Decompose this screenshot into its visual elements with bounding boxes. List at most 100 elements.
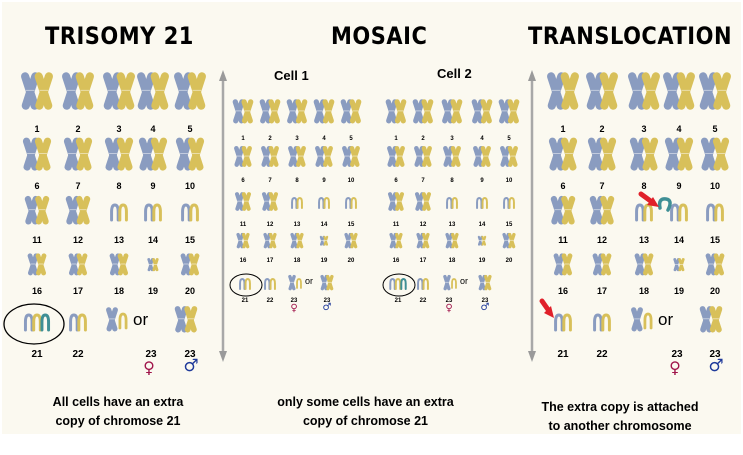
- trisomy-or-label: or: [133, 310, 149, 329]
- cell2-number-20: 20: [505, 258, 513, 264]
- trisomy-number-3: 3: [116, 124, 122, 134]
- trisomy-number-18: 18: [113, 286, 125, 296]
- cell2-chromosome-5: [498, 99, 520, 124]
- cell2-number-10: 10: [505, 178, 513, 184]
- translocation-number-9: 9: [676, 181, 682, 191]
- translocation-number-1: 1: [560, 124, 566, 134]
- cell2-number-9: 9: [480, 178, 484, 184]
- translocation-chromosome-12: [589, 195, 615, 225]
- cell1-chromosome-14: [318, 197, 330, 209]
- cell1-chromosome-12: [262, 192, 278, 211]
- cell2-chromosome-11: [388, 192, 404, 211]
- trisomy-chromosome-20: [180, 253, 200, 276]
- cell2-number-7: 7: [421, 178, 425, 184]
- trisomy-chromosome-xy: [106, 307, 128, 332]
- cell1-female-symbol: ♀: [290, 303, 298, 314]
- cell1-chromosome-19: [319, 235, 329, 246]
- trisomy-chromosome-12: [65, 195, 91, 225]
- trisomy-chromosome-19: [147, 258, 159, 272]
- cell2-number-3: 3: [450, 136, 454, 142]
- cell1-number-5: 5: [349, 136, 353, 142]
- cell1-number-21: 21: [241, 298, 249, 304]
- translocation-chromosome-18: [634, 253, 654, 276]
- cell1-chromosome-2: [259, 99, 281, 124]
- translocation-chromosome-14: [670, 203, 688, 222]
- trisomy-number-23-female: 23: [145, 349, 157, 360]
- cell2-number-23-male: 23: [481, 298, 489, 304]
- translocation-chromosome-19: [673, 258, 685, 272]
- trisomy-number-8: 8: [116, 181, 122, 191]
- trisomy-number-1: 1: [34, 124, 40, 134]
- trisomy-chromosome-5: [174, 72, 206, 110]
- translocation-title: TRANSLOCATION: [528, 22, 733, 50]
- trisomy-caption-line2: copy of chromose 21: [55, 414, 181, 428]
- cell2-number-14: 14: [478, 222, 486, 228]
- translocation-chromosome-8: [629, 137, 659, 171]
- mosaic-title: MOSAIC: [331, 22, 428, 50]
- translocation-chromosome-13: [635, 203, 653, 222]
- trisomy-number-5: 5: [187, 124, 193, 134]
- cell1-chromosome-20: [344, 232, 358, 249]
- cell1-number-7: 7: [268, 178, 272, 184]
- cell2-chromosome-12: [415, 192, 431, 211]
- trisomy-chromosome-10: [175, 137, 205, 171]
- translocation-number-6: 6: [560, 181, 566, 191]
- translocation-chromosome-6: [548, 137, 578, 171]
- cell1-or-label: or: [305, 276, 314, 286]
- translocation-number-23-male: 23: [709, 349, 721, 360]
- trisomy-number-20: 20: [184, 286, 196, 296]
- cell2-number-19: 19: [478, 258, 486, 264]
- cell1-chromosome-21: [239, 278, 251, 290]
- cell2-chromosome-xx: [478, 274, 492, 291]
- cell1-number-14: 14: [320, 222, 328, 228]
- trisomy-number-15: 15: [184, 235, 196, 245]
- trisomy-number-23-male: 23: [184, 349, 196, 360]
- trisomy-number-12: 12: [72, 235, 84, 245]
- translocation-number-14: 14: [673, 235, 685, 245]
- translocation-female-symbol: ♀: [669, 358, 681, 377]
- cell2-number-2: 2: [421, 136, 425, 142]
- trisomy-chromosome-15: [181, 203, 199, 222]
- translocation-chromosome-16: [553, 253, 573, 276]
- cell1-number-1: 1: [241, 136, 245, 142]
- translocation-number-11: 11: [558, 235, 568, 245]
- translocation-chromosome-1: [547, 72, 579, 110]
- cell1-chromosome-xx: [320, 274, 334, 291]
- translocation-number-22: 22: [596, 349, 608, 360]
- cell1-chromosome-xy: [288, 274, 302, 291]
- cell1-chromosome-17: [263, 232, 277, 249]
- cell1-chromosome-22: [264, 278, 276, 290]
- cell1-chromosome-16: [236, 232, 250, 249]
- mosaic-caption-line1: only some cells have an extra: [277, 395, 454, 409]
- translocation-chromosome-21: [554, 313, 572, 332]
- translocation-male-symbol: ♂: [708, 356, 724, 376]
- trisomy-number-10: 10: [184, 181, 196, 191]
- trisomy-number-9: 9: [150, 181, 156, 191]
- cell1-number-16: 16: [239, 258, 247, 264]
- translocation-chromosome-20: [705, 253, 725, 276]
- cell2-chromosome-8: [443, 145, 461, 167]
- cell2-chromosome-20: [502, 232, 516, 249]
- trisomy-chromosome-21: [23, 313, 51, 332]
- trisomy-female-symbol: ♀: [143, 358, 155, 377]
- cell1-chromosome-10: [342, 145, 360, 167]
- cell2-number-16: 16: [392, 258, 400, 264]
- cell1-number-13: 13: [293, 222, 301, 228]
- translocation-chromosome-xx: [699, 306, 723, 333]
- cell1-number-2: 2: [268, 136, 272, 142]
- cell2-chromosome-6: [387, 145, 405, 167]
- trisomy-chromosome-13: [110, 203, 128, 222]
- trisomy-number-7: 7: [75, 181, 81, 191]
- trisomy-chromosome-18: [109, 253, 129, 276]
- cell2-highlight-circle: [382, 273, 416, 297]
- translocation-chromosome-22: [593, 313, 611, 332]
- cell2-chromosome-18: [445, 232, 459, 249]
- trisomy-chromosome-3: [103, 72, 135, 110]
- translocation-number-10: 10: [709, 181, 721, 191]
- cell2-female-symbol: ♀: [445, 303, 453, 314]
- cell1-chromosome-4: [313, 99, 335, 124]
- cell2-number-12: 12: [419, 222, 427, 228]
- cell2-number-11: 11: [392, 222, 400, 228]
- cell2-male-symbol: ♂: [480, 302, 490, 313]
- trisomy-chromosome-16: [27, 253, 47, 276]
